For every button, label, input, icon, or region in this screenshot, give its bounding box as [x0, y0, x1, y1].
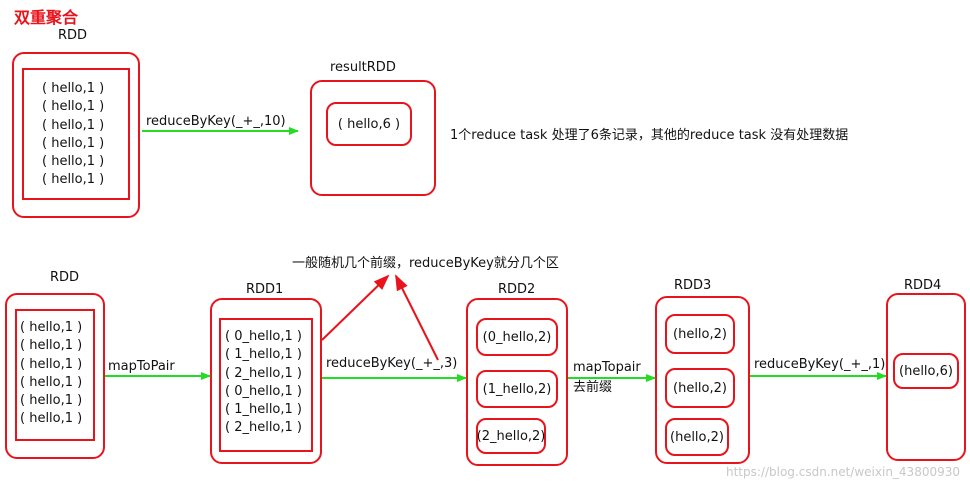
prefix-annotation: 一般随机几个前缀，reduceByKey就分几个区 — [292, 256, 559, 271]
rdd1-inner: ( 0_hello,1 ) ( 1_hello,1 ) ( 2_hello,1 … — [219, 318, 313, 452]
list-item: ( 2_hello,1 ) — [225, 365, 302, 381]
list-item: ( hello,1 ) — [20, 393, 83, 409]
list-item: ( hello,1 ) — [42, 135, 105, 151]
bottom-rdd-label: RDD — [50, 270, 80, 285]
rdd2-label: RDD2 — [498, 282, 536, 297]
top-reduce-label: reduceByKey(_+_,10) — [146, 114, 286, 129]
top-rdd-label: RDD — [58, 28, 88, 43]
list-item: ( hello,1 ) — [42, 81, 105, 96]
list-item: ( hello,1 ) — [20, 320, 83, 335]
rdd2-item: (2_hello,2) — [476, 418, 546, 454]
bottom-rdd-list: ( hello,1 ) ( hello,1 ) ( hello,1 ) ( he… — [20, 319, 82, 429]
reduce-by-key-1-label: reduceByKey(_+_,1) — [754, 357, 886, 372]
list-item: ( hello,1 ) — [20, 338, 83, 354]
list-item: ( hello,1 ) — [20, 411, 83, 427]
top-note: 1个reduce task 处理了6条记录，其他的reduce task 没有处… — [450, 128, 849, 143]
bottom-rdd-box: ( hello,1 ) ( hello,1 ) ( hello,1 ) ( he… — [5, 293, 105, 459]
map-to-pair-label: mapToPair — [108, 359, 175, 374]
rdd1-box: ( 0_hello,1 ) ( 1_hello,1 ) ( 2_hello,1 … — [210, 298, 322, 464]
rdd1-label: RDD1 — [246, 282, 284, 297]
rdd3-item: (hello,2) — [665, 314, 735, 354]
result-rdd-label: resultRDD — [330, 60, 396, 75]
rdd2-box: (0_hello,2) (1_hello,2) (2_hello,2) — [466, 298, 568, 466]
rdd3-item: (hello,2) — [665, 368, 735, 408]
annotation-arrow-right — [395, 274, 439, 361]
top-rdd-inner: ( hello,1 ) ( hello,1 ) ( hello,1 ) ( he… — [22, 68, 130, 200]
remove-prefix-label: 去前缀 — [573, 380, 613, 395]
list-item: ( 1_hello,1 ) — [225, 347, 302, 363]
diagram-title: 双重聚合 — [14, 8, 79, 27]
list-item: ( hello,1 ) — [42, 172, 105, 188]
list-item: ( 1_hello,1 ) — [225, 402, 302, 418]
list-item: ( 0_hello,1 ) — [225, 383, 302, 399]
rdd3-box: (hello,2) (hello,2) (hello,2) — [655, 296, 750, 464]
rdd4-label: RDD4 — [904, 278, 942, 293]
map-topair-label: mapTopair — [573, 360, 641, 375]
list-item: ( hello,1 ) — [42, 117, 105, 133]
list-item: ( hello,1 ) — [20, 356, 83, 372]
list-item: ( 0_hello,1 ) — [225, 329, 302, 344]
top-rdd-list: ( hello,1 ) ( hello,1 ) ( hello,1 ) ( he… — [42, 80, 104, 190]
rdd1-list: ( 0_hello,1 ) ( 1_hello,1 ) ( 2_hello,1 … — [225, 328, 302, 438]
result-rdd-box: ( hello,6 ) — [310, 80, 436, 196]
bottom-rdd-inner: ( hello,1 ) ( hello,1 ) ( hello,1 ) ( he… — [15, 309, 95, 441]
list-item: ( 2_hello,1 ) — [225, 420, 302, 436]
rdd3-label: RDD3 — [674, 278, 712, 293]
rdd2-item: (1_hello,2) — [476, 370, 558, 408]
result-rdd-item: ( hello,6 ) — [326, 102, 412, 146]
rdd3-item: (hello,2) — [665, 418, 729, 456]
list-item: ( hello,1 ) — [42, 99, 105, 115]
rdd4-box: (hello,6) — [886, 293, 966, 461]
list-item: ( hello,1 ) — [42, 154, 105, 170]
annotation-arrow-left — [321, 274, 390, 341]
rdd4-item: (hello,6) — [893, 353, 959, 389]
list-item: ( hello,1 ) — [20, 374, 83, 390]
rdd2-item: (0_hello,2) — [476, 318, 558, 356]
watermark: https://blog.csdn.net/weixin_43800930 — [725, 465, 960, 479]
top-rdd-box: ( hello,1 ) ( hello,1 ) ( hello,1 ) ( he… — [12, 52, 140, 218]
reduce-by-key-3-label: reduceByKey(_+_,3) — [326, 356, 458, 371]
